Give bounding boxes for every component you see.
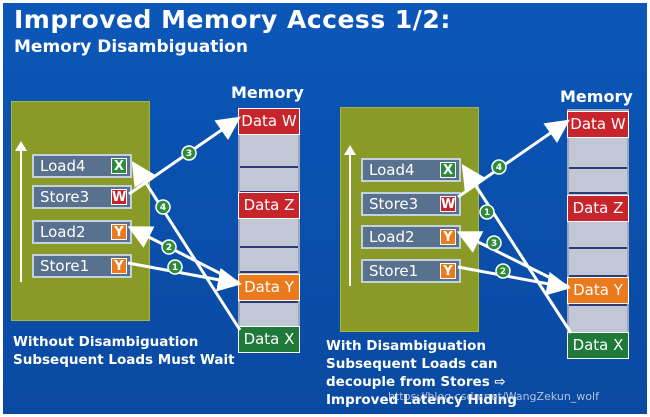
slide-subtitle: Memory Disambiguation [14,37,248,57]
instr-tag-y: Y [111,224,127,240]
left-instr-store3: Store3 W [32,185,132,209]
right-memory-header: Memory [560,87,633,106]
memory-cell-data-w: Data W [567,111,629,138]
instr-label: Load4 [40,157,86,175]
caption-line: Without Disambiguation [13,334,199,350]
memory-cell-data-y: Data Y [567,277,629,304]
arrow-load4-from-data-x [461,163,573,334]
step-badge-3-icon [486,235,502,251]
right-instr-load4: Load4 X [361,158,461,182]
memory-cell-data-x: Data X [567,332,629,359]
step-badge-4: 4 [496,163,502,173]
step-badges-right: 1 2 3 4 [479,159,511,279]
instr-label: Load2 [369,228,415,246]
left-instr-load2: Load2 Y [32,220,132,244]
step-badge-3: 3 [491,239,497,249]
caption-line: Improved Latency Hiding [326,392,517,408]
memory-cell-data-y: Data Y [238,274,300,301]
step-badge-1-icon [479,204,495,220]
instr-label: Store1 [40,257,90,275]
access-arrows: 1 2 3 4 1 2 3 4 [127,116,573,334]
program-order-arrow-icon [344,145,356,286]
arrow-store1-to-data-y [127,261,242,292]
step-badge-3: 3 [186,149,192,159]
left-instruction-panel: Load4 X Store3 W Load2 Y Store1 Y [11,101,150,321]
memory-cell-data-x: Data X [238,326,300,353]
step-badge-4-icon [491,159,507,175]
instr-tag-w: W [111,189,127,205]
step-badge-1: 1 [484,208,490,218]
right-instr-store1: Store1 Y [361,259,461,283]
step-badge-2-icon [161,239,177,255]
memory-cell-data-z: Data Z [567,195,629,222]
caption-line: decouple from Stores ⇨ [326,374,506,390]
instr-tag-x: X [111,158,127,174]
left-memory-header: Memory [231,83,304,102]
arrow-store1-to-data-y [457,265,571,296]
instr-tag-y: Y [440,229,456,245]
left-caption: Without Disambiguation Subsequent Loads … [13,333,235,369]
program-order-arrow-icon [15,141,27,282]
step-badge-4: 4 [160,203,166,213]
left-instr-load4: Load4 X [32,154,132,178]
slide: Improved Memory Access 1/2: Memory Disam… [3,3,647,414]
caption-line: Subsequent Loads Must Wait [13,352,235,368]
step-badge-4-icon [155,199,171,215]
slide-title: Improved Memory Access 1/2: [14,5,451,34]
instr-tag-x: X [440,162,456,178]
step-badge-3-icon [181,145,197,161]
step-badge-1: 1 [172,263,178,273]
instr-label: Store3 [369,195,419,213]
instr-label: Store3 [40,188,90,206]
left-instr-store1: Store1 Y [32,254,132,278]
step-badges-left: 1 2 3 4 [155,145,197,275]
instr-tag-y: Y [111,258,127,274]
memory-cell-data-z: Data Z [238,192,300,219]
caption-line: With Disambiguation [326,338,486,354]
instr-label: Load4 [369,161,415,179]
arrow-load4-from-data-x [131,160,242,331]
caption-line: Subsequent Loads can [326,356,498,372]
instr-tag-y: Y [440,263,456,279]
instr-tag-w: W [440,196,456,212]
step-badge-1-icon [167,259,183,275]
step-badge-2: 2 [500,267,506,277]
instr-label: Store1 [369,262,419,280]
instr-label: Load2 [40,223,86,241]
right-instr-store3: Store3 W [361,192,461,216]
watermark: https://blog.csdn.net/WangZekun_wolf [388,390,599,403]
arrow-store3-to-data-w [457,119,570,199]
right-instruction-panel: Load4 X Store3 W Load2 Y Store1 Y [340,107,479,332]
step-badge-2: 2 [166,243,172,253]
right-caption: With Disambiguation Subsequent Loads can… [326,337,517,409]
right-memory-column: Data W Data Z Data Y Data X [567,109,629,359]
step-badge-2-icon [495,263,511,279]
